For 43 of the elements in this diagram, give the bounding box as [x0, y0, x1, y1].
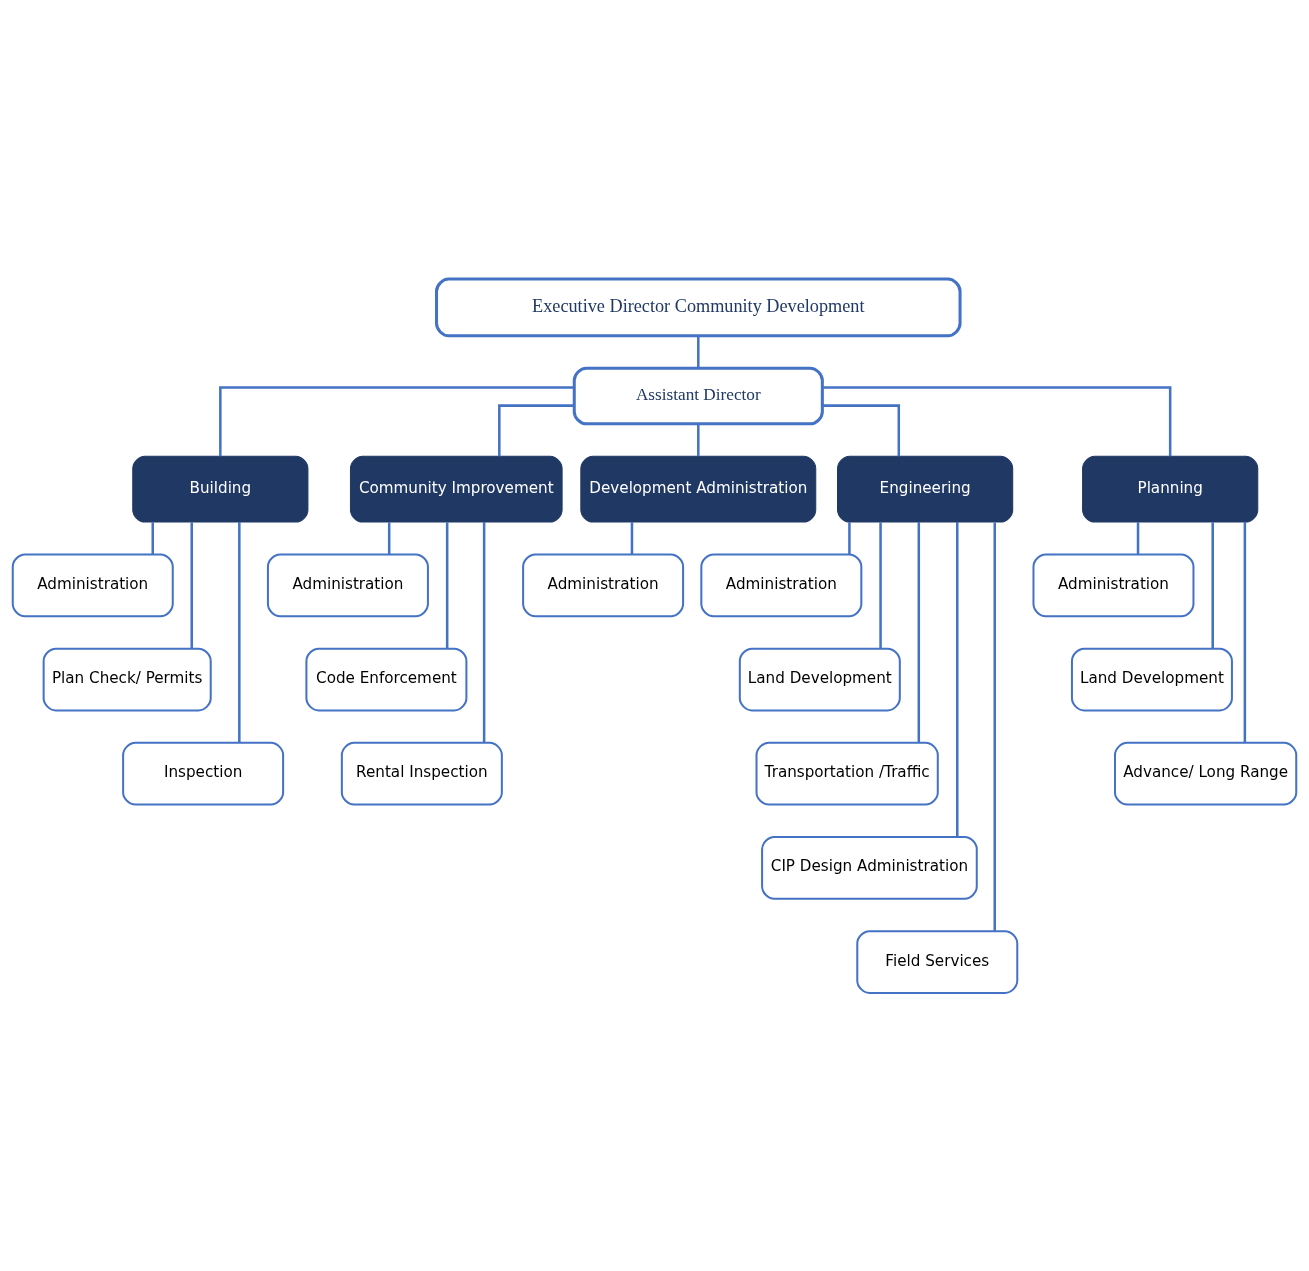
connector — [498, 403, 574, 456]
node-box: Land Development — [738, 647, 901, 711]
connector — [848, 521, 851, 554]
connector — [879, 521, 882, 649]
connector — [445, 521, 449, 649]
connector — [238, 521, 241, 743]
connector — [697, 335, 700, 368]
connector — [993, 521, 996, 931]
connector — [219, 385, 574, 456]
connector — [387, 521, 391, 554]
connector — [822, 385, 1172, 456]
node-box: Rental Inspection — [340, 741, 503, 806]
node-box: Administration — [522, 552, 685, 617]
connector — [1136, 521, 1140, 554]
node-box: Inspection — [122, 741, 285, 806]
node-box: Transportation /Traffic — [755, 741, 939, 806]
node-box: CIP Design Administration — [761, 835, 978, 900]
connector — [822, 403, 901, 456]
node-box: Administration — [1032, 552, 1195, 617]
node-box: Assistant Director — [572, 366, 824, 425]
node-box: Administration — [266, 552, 429, 617]
connector — [917, 521, 921, 743]
connector — [1243, 521, 1247, 743]
node-box: Administration — [11, 552, 174, 617]
node-box: Field Services — [856, 929, 1019, 994]
node-box: Community Improvement — [349, 455, 563, 523]
node-box: Administration — [700, 552, 863, 617]
node-box: Plan Check/ Permits — [42, 647, 212, 711]
node-box: Planning — [1082, 455, 1259, 523]
connector — [1211, 521, 1214, 649]
node-box: Land Development — [1070, 647, 1233, 711]
node-box: Building — [132, 455, 309, 523]
connector — [956, 521, 959, 837]
node-box: Advance/ Long Range — [1113, 741, 1298, 806]
node-box: Executive Director Community Development — [435, 277, 962, 337]
node-box: Engineering — [837, 455, 1014, 523]
connector — [630, 521, 634, 554]
node-box: Development Administration — [580, 455, 817, 523]
connector — [482, 521, 486, 743]
node-box: Code Enforcement — [305, 647, 468, 711]
connector — [151, 521, 154, 554]
connector — [697, 423, 700, 456]
connector — [190, 521, 193, 649]
